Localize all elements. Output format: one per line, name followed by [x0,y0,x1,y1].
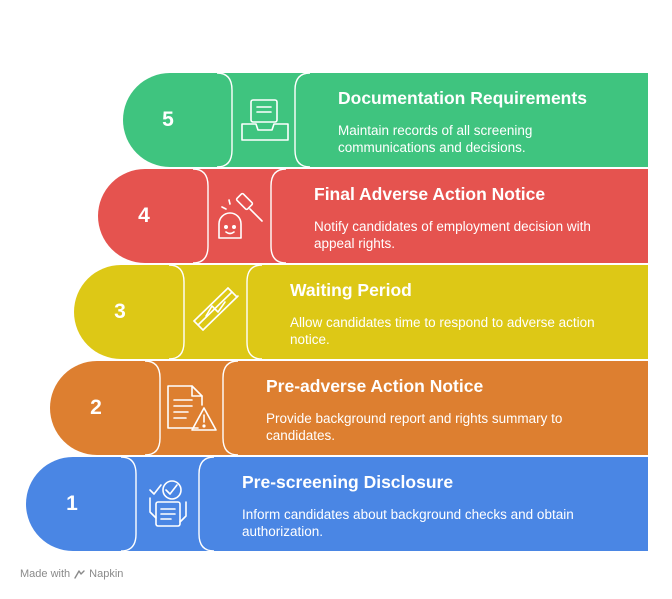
document-warning-icon [167,385,217,431]
step-4-number: 4 [138,204,150,227]
step-5-connector [216,72,311,168]
napkin-logo-icon [74,569,85,579]
footer-made-with: Made with [20,568,71,580]
step-2-title: Pre-adverse Action Notice [266,376,484,396]
step-3-number: 3 [114,300,126,323]
step-1-description: Inform candidates about background check… [242,507,574,539]
document-tray-icon [241,99,289,141]
step-2 [50,360,648,456]
step-1-connector [120,456,215,552]
footer-brand: Napkin [89,568,124,580]
step-3-title: Waiting Period [290,280,412,300]
step-1-title: Pre-screening Disclosure [242,472,454,492]
step-3-description: Allow candidates time to respond to adve… [290,315,595,347]
step-5-description: Maintain records of all screening commun… [338,123,533,155]
footer: Made with Napkin [20,568,123,580]
step-4 [98,168,648,264]
step-4-connector [192,168,287,264]
step-2-description: Provide background report and rights sum… [266,411,563,443]
gavel-icon [218,192,263,239]
step-2-number: 2 [90,396,102,419]
step-2-connector [144,360,239,456]
step-4-title: Final Adverse Action Notice [314,184,546,204]
step-5-number: 5 [162,108,174,131]
hourglass-icon [193,287,239,331]
step-2-band [50,361,648,455]
step-5 [123,72,648,168]
step-3-connector [168,264,263,360]
step-1-number: 1 [66,492,78,515]
step-4-band [98,169,648,263]
step-3 [74,264,648,360]
step-5-title: Documentation Requirements [338,88,587,108]
step-1 [26,456,648,552]
step-1-band [26,457,648,551]
step-5-band [123,73,648,167]
step-3-band [74,265,648,359]
step-4-description: Notify candidates of employment decision… [314,219,591,251]
checklist-hand-icon [149,480,187,527]
